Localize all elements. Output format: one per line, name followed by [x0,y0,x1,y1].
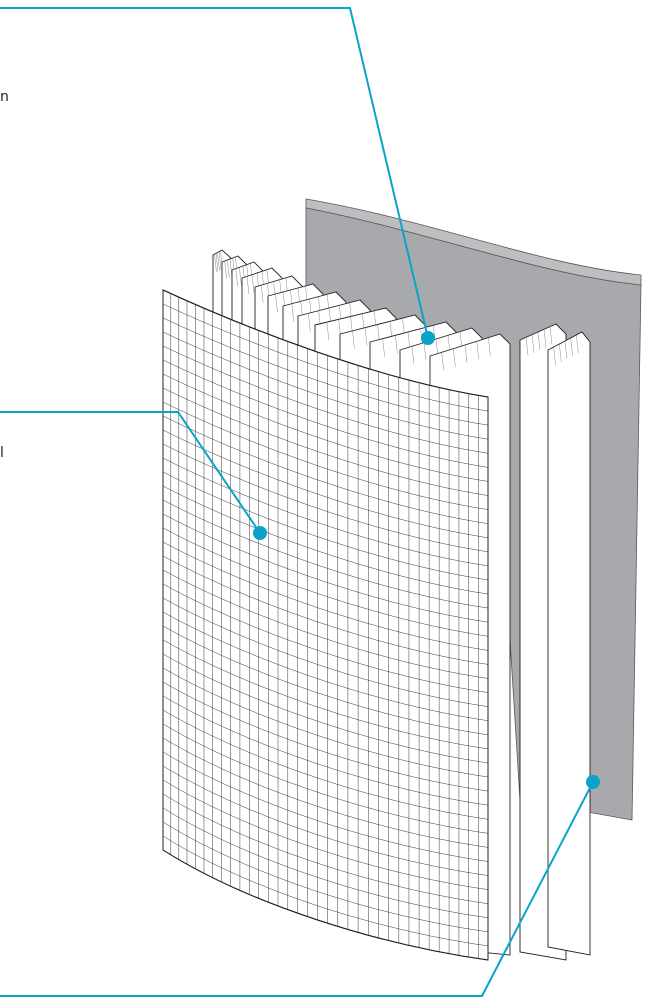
leader-dot-bottom [586,775,600,789]
pleat-14 [548,332,590,955]
leader-dot-top [421,331,435,345]
mesh-prefilter [163,290,488,960]
leader-dot-mid [253,526,267,540]
callout-text-fragment-mid: l [0,446,4,460]
callout-text-fragment-top: n [0,90,9,104]
